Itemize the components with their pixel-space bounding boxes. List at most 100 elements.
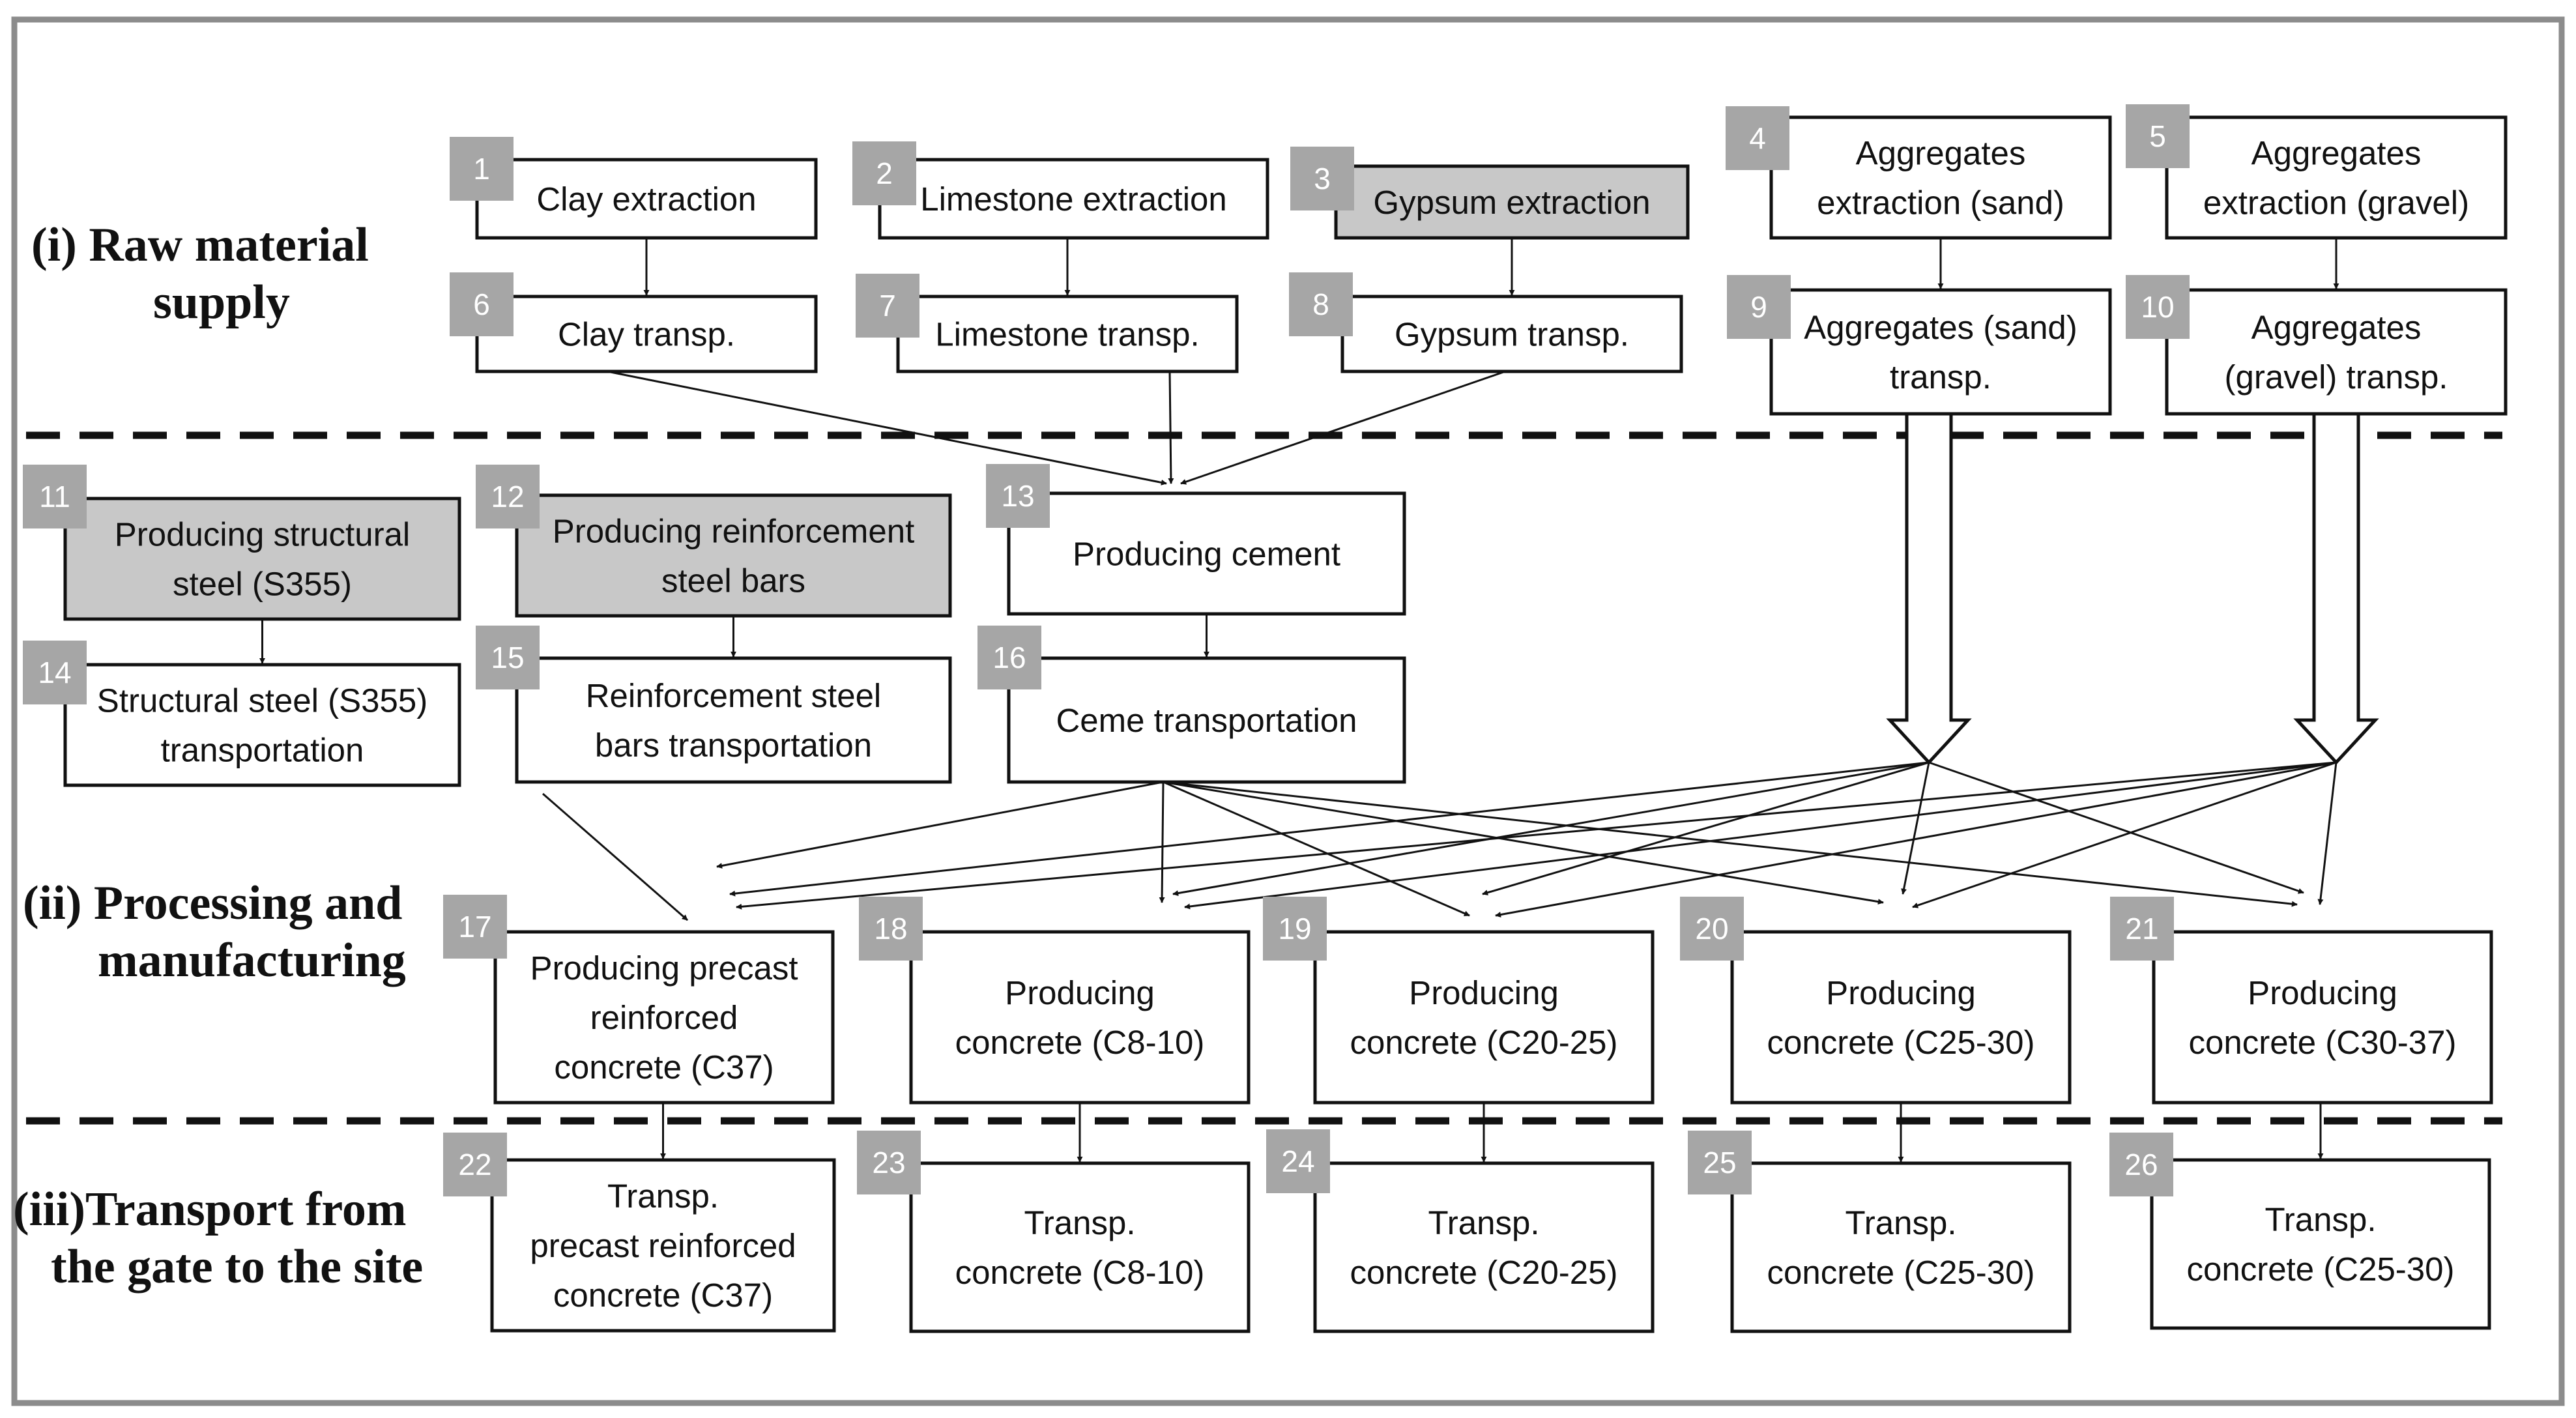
process-label: precast reinforced [530, 1227, 796, 1264]
process-label: Transp. [1428, 1204, 1539, 1241]
process-label: Clay extraction [536, 181, 756, 218]
stage-label-ii: (ii) Processing and [23, 876, 402, 930]
process-box-frame [475, 158, 818, 240]
aggregates-sand-block-arrow [1886, 412, 1972, 765]
process-label: transportation [161, 732, 364, 769]
process-label: Aggregates [1856, 135, 2026, 172]
process-box-10: Aggregates(gravel) transp.10 [2126, 275, 2508, 416]
process-label: (gravel) transp. [2225, 358, 2448, 396]
process-box-23: Transp.concrete (C8-10)23 [857, 1131, 1251, 1333]
flow-arrow-9-to-18 [1172, 761, 1930, 897]
process-label: Structural steel (S355) [97, 682, 427, 719]
process-label: transp. [1890, 358, 1991, 396]
process-label: concrete (C8-10) [955, 1024, 1205, 1061]
process-number-badge [476, 626, 540, 689]
process-label: Producing reinforcement [553, 513, 915, 550]
process-number-badge [859, 897, 923, 961]
stage-label-iii: (iii)Transport from [13, 1183, 407, 1236]
flow-arrow-10-to-21 [2317, 762, 2337, 905]
process-box-26: Transp.concrete (C25-30)26 [2109, 1133, 2491, 1330]
flow-arrow-6-to-13 [607, 370, 1167, 485]
process-number-badge [856, 274, 919, 338]
process-number-badge [1266, 1129, 1330, 1193]
process-number: 6 [473, 287, 490, 321]
outer-frame [11, 16, 2565, 1406]
process-label: steel (S355) [173, 566, 352, 603]
process-box-frame [63, 497, 461, 621]
process-label: reinforced [590, 999, 738, 1036]
process-label: Transp. [2265, 1201, 2376, 1238]
process-label: Producing [1826, 974, 1976, 1011]
process-number: 4 [1749, 121, 1766, 155]
process-number-badge [443, 895, 507, 959]
process-box-8: Gypsum transp.8 [1289, 272, 1683, 373]
process-box-frame [909, 1161, 1251, 1333]
process-number-badge [1688, 1131, 1752, 1194]
process-number-badge [443, 1133, 507, 1196]
process-number-badge [450, 137, 514, 201]
process-label: Aggregates [2251, 309, 2422, 346]
process-label: Limestone extraction [920, 181, 1227, 218]
process-box-frame [1313, 930, 1655, 1105]
flow-arrow-8-to-13 [1180, 370, 1506, 485]
flow-arrow-10-to-17 [736, 761, 2337, 910]
process-number: 24 [1281, 1144, 1314, 1178]
process-label: Limestone transp. [935, 316, 1199, 353]
process-number: 19 [1278, 912, 1311, 946]
process-box-25: Transp.concrete (C25-30)25 [1688, 1131, 2072, 1333]
stage-label-iii: the gate to the site [51, 1240, 423, 1294]
flow-arrow-10-to-18 [1184, 761, 2337, 910]
stage-label-i: (i) Raw material [31, 218, 369, 272]
process-box-frame [2150, 1158, 2491, 1330]
process-box-frame [1007, 491, 1406, 616]
flow-arrow-9-to-21 [1928, 761, 2304, 894]
process-label: steel bars [661, 562, 805, 600]
process-label: Producing precast [530, 949, 798, 987]
process-label: Producing [1005, 974, 1155, 1011]
flow-arrow-16-to-19 [1163, 781, 1470, 917]
process-number-badge [2126, 275, 2190, 339]
process-number: 22 [458, 1148, 491, 1181]
process-label: Reinforcement steel [586, 677, 882, 714]
process-number-badge [23, 641, 87, 704]
process-label: Producing structural [115, 516, 411, 553]
process-label: concrete (C20-25) [1350, 1024, 1617, 1061]
process-number: 26 [2124, 1148, 2158, 1181]
process-label: Transp. [607, 1178, 719, 1215]
stage-label-ii: manufacturing [98, 934, 406, 987]
process-number-badge [852, 141, 916, 205]
flow-arrow-16-to-18 [1159, 781, 1165, 903]
flow-arrow-16-to-17 [716, 781, 1164, 869]
process-number-badge [476, 465, 540, 528]
stage-separators [26, 431, 2502, 1125]
process-box-frame [475, 295, 818, 373]
process-number: 14 [38, 656, 71, 689]
process-number-badge [2110, 897, 2174, 961]
process-label: concrete (C37) [553, 1277, 773, 1314]
flow-arrow-16-to-21 [1163, 781, 2298, 907]
process-number-badge [1289, 272, 1353, 336]
flow-arrow-15-to-17 [542, 792, 688, 921]
process-number: 8 [1312, 287, 1329, 321]
aggregates-gravel-block-arrow [2293, 412, 2379, 765]
process-box-frame [1769, 115, 2112, 240]
process-number-badge [977, 626, 1041, 689]
process-number: 17 [458, 910, 491, 944]
process-box-7: Limestone transp.7 [856, 274, 1239, 373]
process-label: Ceme transportation [1056, 702, 1357, 739]
process-label: Gypsum extraction [1373, 184, 1650, 221]
process-number: 13 [1001, 479, 1034, 513]
process-box-frame [1334, 164, 1690, 240]
process-number-badge [986, 464, 1050, 528]
